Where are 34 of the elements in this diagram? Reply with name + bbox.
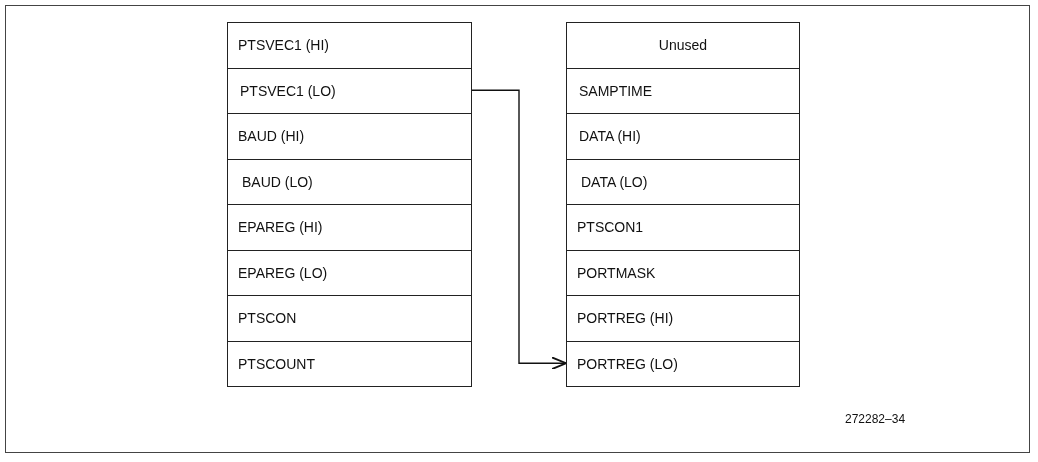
- register-name: PTSCON: [238, 310, 297, 327]
- register-cell: [227, 340, 472, 387]
- register-name: BAUD (LO): [242, 173, 313, 190]
- register-name: BAUD (HI): [238, 128, 305, 145]
- register-cell: [566, 295, 800, 342]
- register-name: PTSCON1: [577, 219, 644, 236]
- arrow: [471, 89, 567, 370]
- register-name: EPAREG (LO): [238, 264, 328, 281]
- register-cell: [227, 67, 472, 114]
- register-name: PTSCOUNT: [238, 355, 315, 372]
- register-name: PORTREG (LO): [577, 355, 678, 372]
- figure-number: 272282–34: [845, 412, 906, 426]
- register-cell: [227, 158, 472, 205]
- register-name: SAMPTIME: [579, 82, 653, 99]
- register-cell: [227, 22, 472, 69]
- register-cell: [566, 249, 800, 296]
- register-cell: [227, 249, 472, 296]
- register-name: DATA (LO): [581, 173, 648, 190]
- register-name: PTSVEC1 (LO): [240, 82, 336, 99]
- register-name: EPAREG (HI): [238, 219, 323, 236]
- register-cell: [227, 113, 472, 160]
- register-cell: [566, 204, 800, 251]
- register-name: DATA (HI): [579, 128, 641, 145]
- register-cell: [566, 340, 800, 387]
- register-name: PORTMASK: [577, 264, 656, 281]
- register-name: PORTREG (HI): [577, 310, 674, 327]
- register-cell: [566, 67, 800, 114]
- register-name: PTSVEC1 (HI): [238, 37, 329, 54]
- register-name: Unused: [658, 37, 708, 54]
- register-cell: [566, 22, 800, 69]
- register-cell: [227, 295, 472, 342]
- register-cell: [227, 204, 472, 251]
- register-cell: [566, 158, 800, 205]
- register-cell: [566, 113, 800, 160]
